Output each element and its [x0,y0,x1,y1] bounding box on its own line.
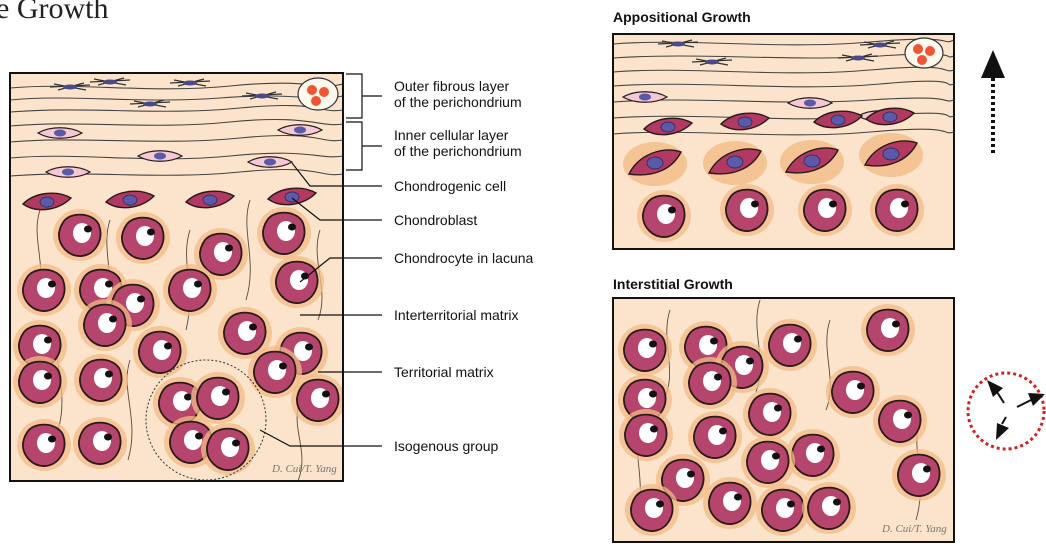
interstitial-growth-panel [613,298,954,542]
label-chondroblast: Chondroblast [394,212,477,229]
interstitial-signature: D. Cui/T. Yang [881,523,947,535]
label-chondrogenic-cell: Chondrogenic cell [394,178,506,195]
main-signature: D. Cui/T. Yang [271,463,337,475]
label-chondrocyte-in-lacuna: Chondrocyte in lacuna [394,250,533,267]
main-cartilage-panel: D. Cui/T. Yang [10,73,345,481]
label-territorial-matrix: Territorial matrix [394,364,494,381]
blood-vessel [298,78,338,110]
label-outer-fibrous-2: of the perichondrium [394,94,522,111]
app-blood-vessel [905,38,943,68]
label-inner-cellular-2: of the perichondrium [394,143,522,160]
label-isogenous-group: Isogenous group [394,438,498,455]
appositional-growth-panel [613,34,954,249]
interstitial-growth-heading: Interstitial Growth [613,276,733,292]
upward-dotted-arrow-icon [981,50,1005,156]
expanding-arrows-circle-icon [968,373,1045,449]
label-interterritorial-matrix: Interterritorial matrix [394,307,518,324]
label-outer-fibrous-1: Outer fibrous layer [394,78,509,95]
appositional-growth-heading: Appositional Growth [613,9,751,25]
label-inner-cellular-1: Inner cellular layer [394,127,508,144]
